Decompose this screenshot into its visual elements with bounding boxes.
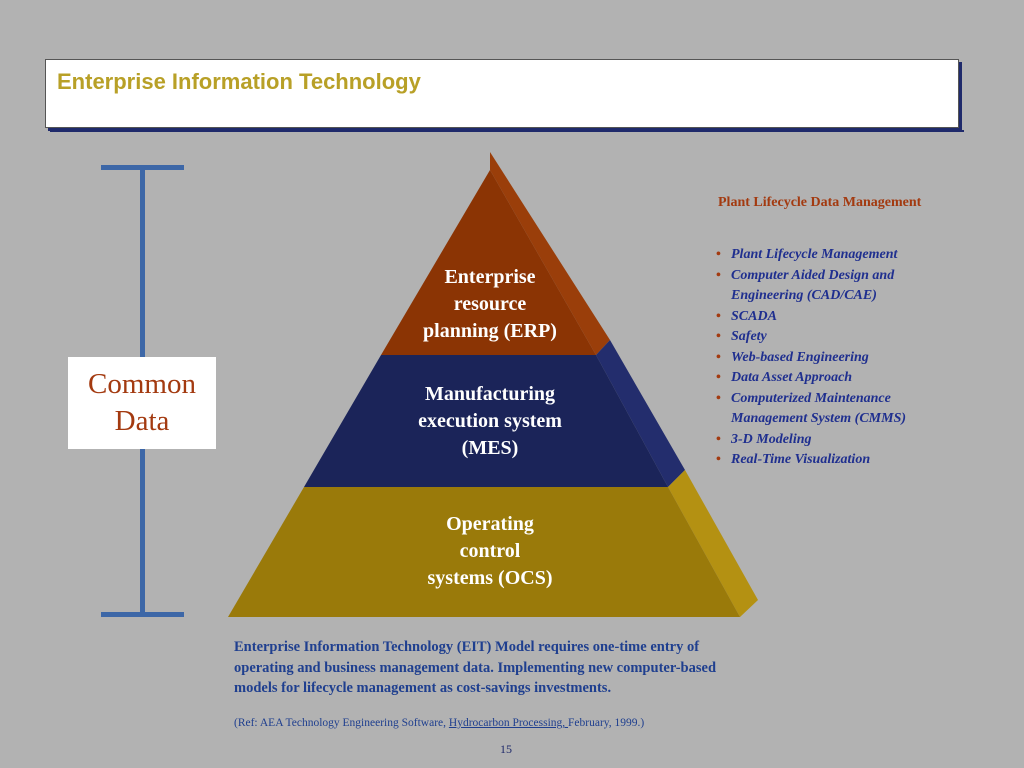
ocs-layer bbox=[228, 487, 740, 617]
plm-list: Plant Lifecycle Management Computer Aide… bbox=[716, 245, 966, 471]
reference-journal: Hydrocarbon Processing, bbox=[448, 717, 569, 729]
title-box: Enterprise Information Technology bbox=[45, 59, 959, 128]
erp-side-face bbox=[490, 152, 610, 355]
plm-item: Computerized Maintenance Management Syst… bbox=[716, 389, 966, 430]
common-data-line1: Common bbox=[88, 368, 196, 400]
erp-label-line2: resource bbox=[453, 293, 527, 315]
erp-label-line1: Enterprise bbox=[444, 266, 536, 288]
bracket-bottom-bar bbox=[101, 612, 184, 617]
plm-item: Safety bbox=[716, 327, 966, 348]
common-data-box: Common Data bbox=[68, 357, 216, 449]
common-data-line2: Data bbox=[114, 405, 170, 437]
ocs-side-face bbox=[668, 470, 758, 617]
plm-item: Real-Time Visualization bbox=[716, 450, 966, 471]
plm-item: 3-D Modeling bbox=[716, 430, 966, 451]
plm-item: Web-based Engineering bbox=[716, 348, 966, 369]
mes-side-face bbox=[596, 340, 685, 487]
title-underline bbox=[50, 130, 964, 132]
plm-item: SCADA bbox=[716, 307, 966, 328]
ocs-label-line1: Operating bbox=[446, 513, 534, 535]
erp-label: Enterprise resource planning (ERP) bbox=[400, 264, 580, 345]
mes-label-line2: execution system bbox=[418, 410, 562, 432]
erp-layer bbox=[381, 170, 596, 355]
mes-label-line1: Manufacturing bbox=[425, 383, 555, 405]
ocs-label-line3: systems (OCS) bbox=[427, 567, 553, 589]
ocs-label: Operating control systems (OCS) bbox=[390, 511, 590, 592]
mes-label-line3: (MES) bbox=[461, 437, 519, 459]
eit-caption: Enterprise Information Technology (EIT) … bbox=[234, 639, 717, 696]
page-title: Enterprise Information Technology bbox=[57, 69, 421, 94]
reference-suffix: February, 1999.) bbox=[568, 717, 645, 729]
ocs-label-line2: control bbox=[459, 540, 521, 562]
plm-item: Computer Aided Design and Engineering (C… bbox=[716, 266, 966, 307]
plm-item: Data Asset Approach bbox=[716, 368, 966, 389]
mes-label: Manufacturing execution system (MES) bbox=[390, 381, 590, 462]
plm-title: Plant Lifecycle Data Management bbox=[718, 195, 922, 210]
page-number: 15 bbox=[500, 742, 512, 756]
reference-prefix: (Ref: AEA Technology Engineering Softwar… bbox=[234, 717, 449, 729]
mes-layer bbox=[304, 355, 668, 487]
erp-label-line3: planning (ERP) bbox=[423, 320, 557, 342]
plm-item: Plant Lifecycle Management bbox=[716, 245, 966, 266]
reference-line: (Ref: AEA Technology Engineering Softwar… bbox=[234, 717, 644, 729]
